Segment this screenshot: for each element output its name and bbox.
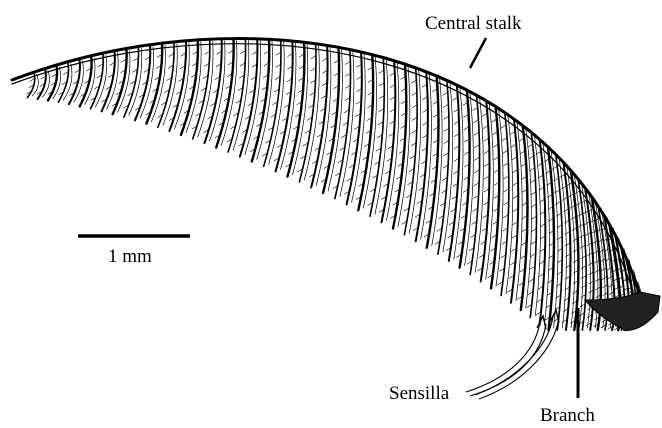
branch-hair [379,70,384,73]
branch-hair [443,92,448,95]
branch-hair [529,156,534,159]
branch-hair [579,224,584,227]
branch-hair [581,256,586,259]
antenna-branch-edge [375,60,388,215]
branch-hair [503,150,508,153]
branch-hair [474,120,479,123]
branch-hair [502,138,507,141]
central-stalk-label: Central stalk [425,13,522,34]
branch-hair [379,83,384,86]
antenna-branch [556,155,563,331]
branch-lines [27,39,643,330]
branch-hair [531,192,536,195]
branch-hair [578,213,583,216]
branch-hair [576,202,581,205]
branch-hair [580,235,585,238]
antenna-branch [358,55,373,211]
branch-hair [412,92,417,95]
antenna-branch [347,52,362,204]
pectinate-antenna-drawing [12,39,660,331]
sensilla-label: Sensilla [389,383,450,404]
antenna-branch [80,56,92,107]
sensilla-pointers [466,310,559,399]
branch-hairs [27,50,640,330]
scale-bar-label: 1 mm [108,246,152,267]
branch-hair [443,104,448,107]
branch-hair [474,132,479,135]
branch-hair [531,180,536,183]
branch-hair [580,245,585,248]
branch-hair [575,191,580,194]
branch-hair [473,108,478,111]
antenna-branch [438,80,449,254]
branch-hair [501,125,506,128]
branch-label: Branch [540,405,595,426]
branch-hair [411,80,416,83]
branch-hair [528,144,533,147]
branch-hair [444,116,449,119]
antenna-branch [548,147,554,330]
central-stalk-pointer [470,38,486,68]
